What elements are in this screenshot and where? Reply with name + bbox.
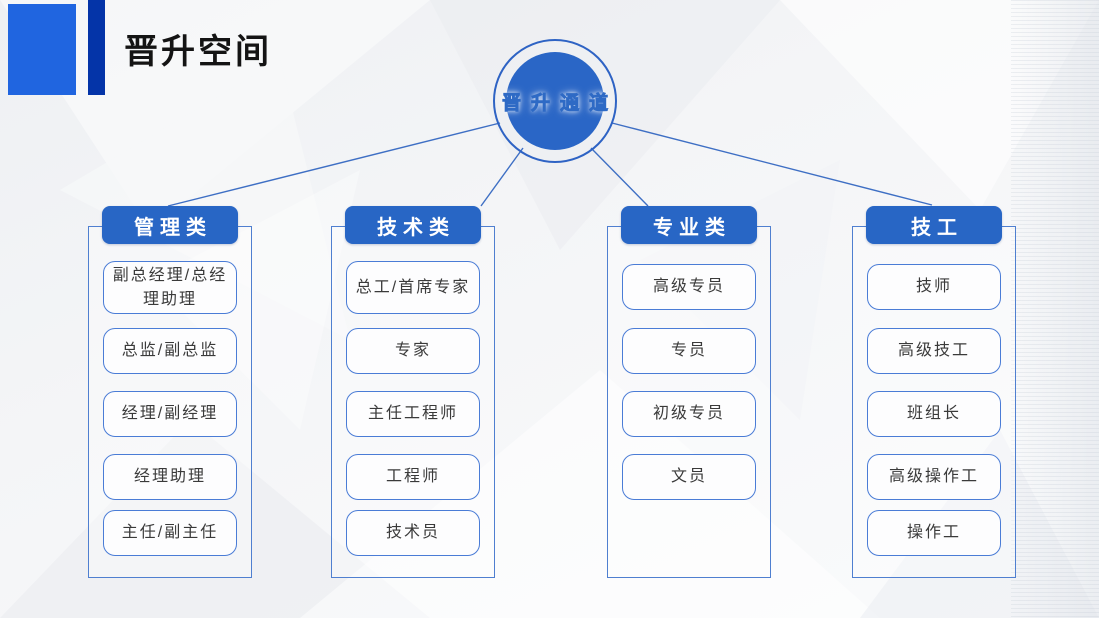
promotion-node-label: 晋升通道 <box>501 93 618 115</box>
column-professional-header: 专业类 <box>621 206 757 244</box>
title-accent-square <box>8 4 76 95</box>
column-management-header: 管理类 <box>102 206 238 244</box>
right-edge-texture <box>1011 0 1099 618</box>
column-technical: 技术类 总工/首席专家 专家 主任工程师 工程师 技术员 <box>331 206 495 578</box>
level-item: 初级专员 <box>622 391 756 437</box>
level-item: 主任工程师 <box>346 391 480 437</box>
level-item: 总工/首席专家 <box>346 261 480 314</box>
level-item: 总监/副总监 <box>103 328 237 374</box>
column-worker-header: 技工 <box>866 206 1002 244</box>
level-item: 高级操作工 <box>867 454 1001 500</box>
level-item: 主任/副主任 <box>103 510 237 556</box>
level-item: 经理助理 <box>103 454 237 500</box>
promotion-node-circle <box>506 52 604 150</box>
column-worker: 技工 技师 高级技工 班组长 高级操作工 操作工 <box>852 206 1016 578</box>
page-title: 晋升空间 <box>124 33 272 71</box>
level-item: 专员 <box>622 328 756 374</box>
level-item: 工程师 <box>346 454 480 500</box>
level-item: 高级技工 <box>867 328 1001 374</box>
level-item: 技师 <box>867 264 1001 310</box>
level-item: 副总经理/总经理助理 <box>103 261 237 314</box>
column-professional: 专业类 高级专员 专员 初级专员 文员 <box>607 206 771 578</box>
level-item: 高级专员 <box>622 264 756 310</box>
level-item: 操作工 <box>867 510 1001 556</box>
column-management: 管理类 副总经理/总经理助理 总监/副总监 经理/副经理 经理助理 主任/副主任 <box>88 206 252 578</box>
level-item: 专家 <box>346 328 480 374</box>
level-item: 班组长 <box>867 391 1001 437</box>
level-item: 经理/副经理 <box>103 391 237 437</box>
level-item: 技术员 <box>346 510 480 556</box>
column-technical-header: 技术类 <box>345 206 481 244</box>
title-accent-bar <box>88 0 105 95</box>
level-item: 文员 <box>622 454 756 500</box>
promotion-node-ring <box>493 39 617 163</box>
